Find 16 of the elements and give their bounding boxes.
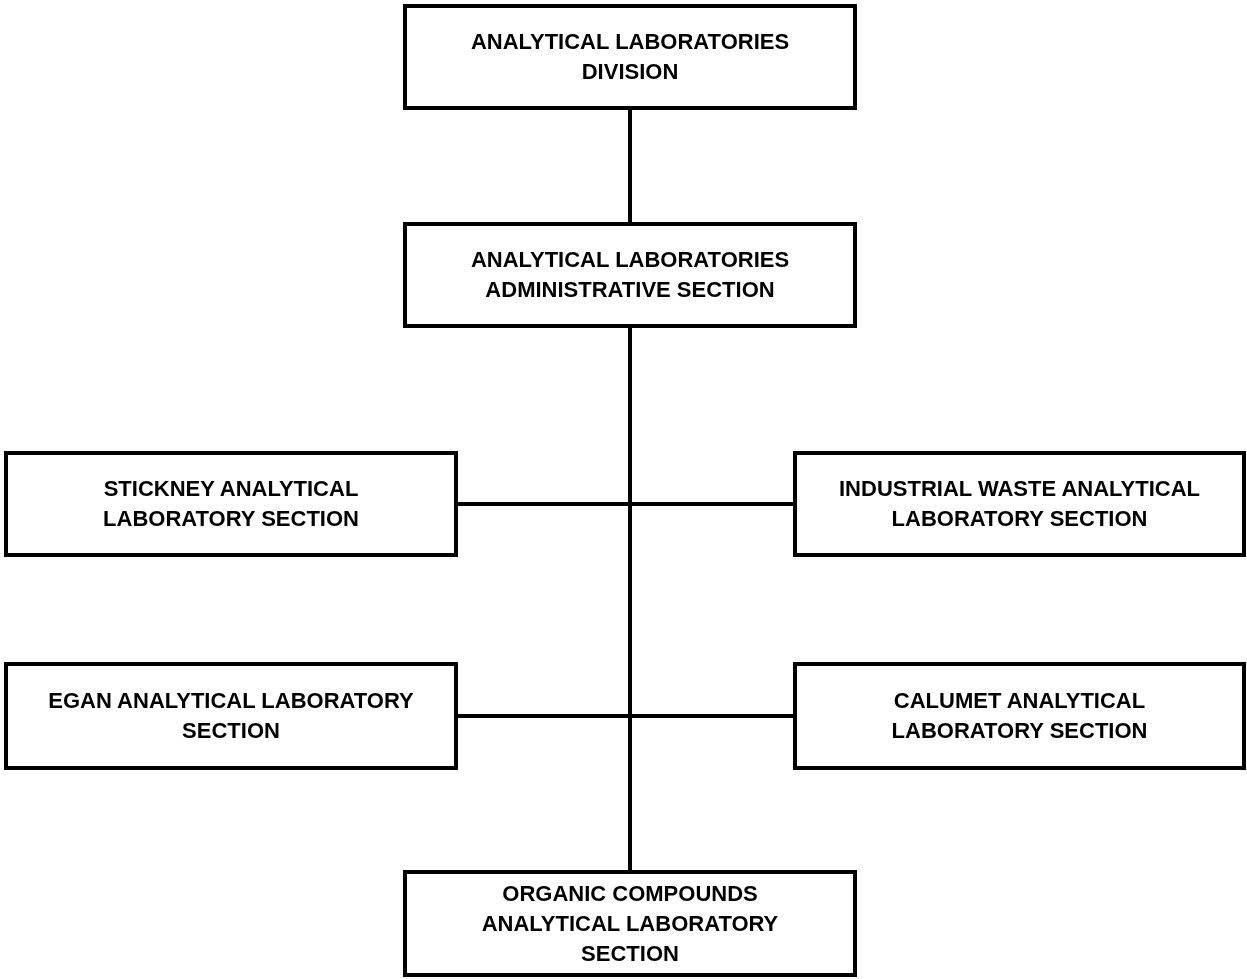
org-box — [4, 451, 458, 557]
box-label: ORGANIC COMPOUNDS ANALYTICAL LABORATORY SECTION — [480, 879, 780, 968]
org-box — [793, 662, 1246, 770]
box-label: ANALYTICAL LABORATORIES ADMINISTRATIVE SECTION — [469, 246, 791, 304]
org-box — [403, 870, 857, 977]
org-box — [793, 451, 1246, 557]
org-box — [403, 4, 857, 110]
connector-line — [628, 110, 632, 222]
box-label: STICKNEY ANALYTICAL LABORATORY SECTION — [102, 475, 360, 533]
box-label: INDUSTRIAL WASTE ANALYTICAL LABORATORY SECTION — [838, 475, 1201, 533]
org-box — [403, 222, 857, 328]
box-label: EGAN ANALYTICAL LABORATORY SECTION — [48, 687, 414, 745]
org-box — [4, 662, 458, 770]
box-label: CALUMET ANALYTICAL LABORATORY SECTION — [890, 687, 1149, 745]
connector-line — [628, 328, 632, 870]
box-label: ANALYTICAL LABORATORIES DIVISION — [469, 28, 791, 86]
